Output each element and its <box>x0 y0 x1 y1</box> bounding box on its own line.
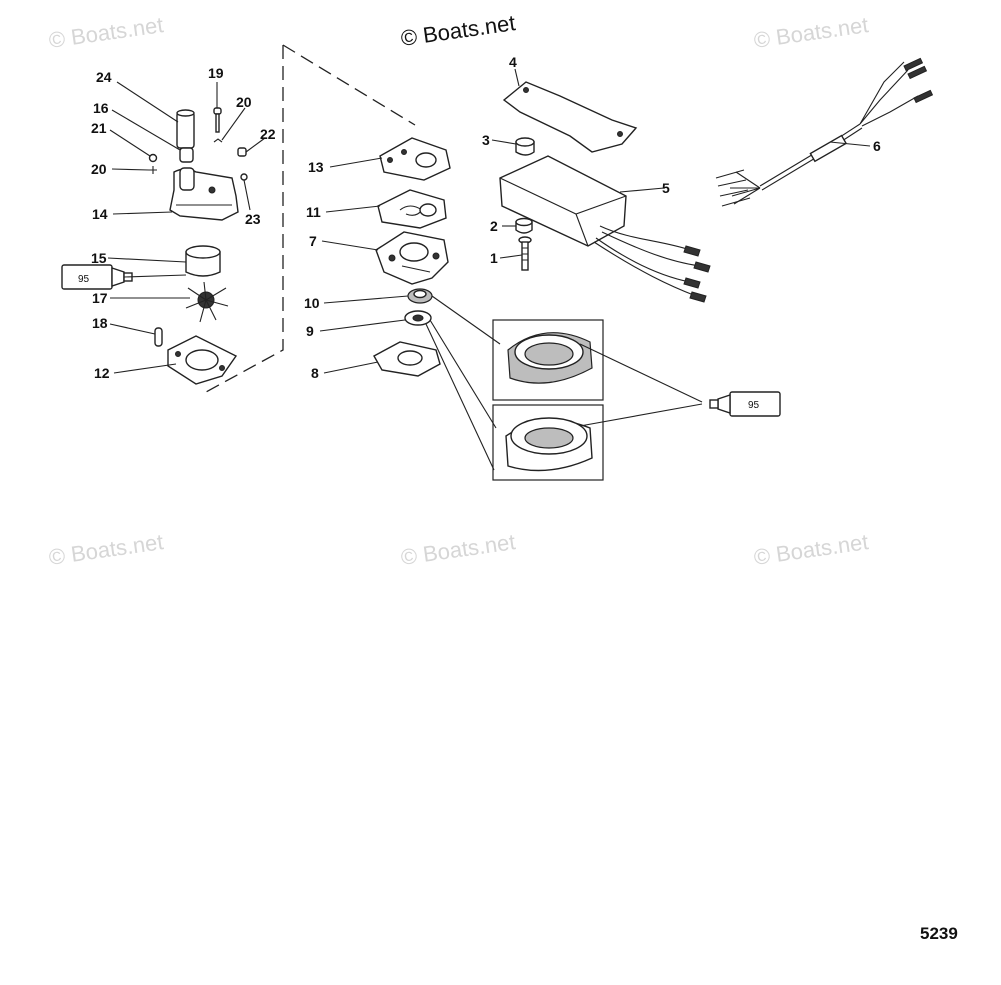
callout-15: 15 <box>91 250 107 266</box>
callout-22: 22 <box>260 126 276 142</box>
watermark: © Boats.net <box>47 529 165 570</box>
callout-24: 24 <box>96 69 112 85</box>
part-4-cover-gasket <box>502 81 638 153</box>
tube-label: 95 <box>748 400 760 411</box>
part-17-impeller <box>185 281 229 323</box>
callout-labels: 24 19 20 16 22 21 20 14 23 15 17 18 12 1… <box>91 54 881 381</box>
callout-5: 5 <box>662 180 670 196</box>
seal-detail-box-top <box>492 319 604 401</box>
callout-20-top: 20 <box>236 94 252 110</box>
callout-18: 18 <box>92 315 108 331</box>
part-24-sleeve <box>176 109 195 149</box>
callout-4: 4 <box>509 54 517 70</box>
callout-16: 16 <box>93 100 109 116</box>
callout-12: 12 <box>94 365 110 381</box>
watermark-main: © Boats.net <box>399 10 517 51</box>
callout-9: 9 <box>306 323 314 339</box>
callout-6: 6 <box>873 138 881 154</box>
part-10-seal <box>407 288 433 304</box>
callout-7: 7 <box>309 233 317 249</box>
part-18-key <box>154 327 163 347</box>
part-11-gasket <box>377 189 447 229</box>
callout-21: 21 <box>91 120 107 136</box>
part-14-water-tube-housing <box>169 167 239 221</box>
part-22-nut <box>237 147 248 181</box>
tube-label: 95 <box>78 274 90 285</box>
part-19-screw <box>213 107 223 143</box>
callout-20-left: 20 <box>91 161 107 177</box>
part-16-grommet <box>179 147 194 163</box>
sealant-tube-95-left: 95 <box>61 264 133 290</box>
part-8-gasket <box>373 341 441 377</box>
callout-leader-lines <box>107 68 871 374</box>
figure-number: 5239 <box>920 924 958 943</box>
watermark: © Boats.net <box>752 529 870 570</box>
part-21-nut <box>148 153 158 174</box>
part-2-nut <box>515 217 533 234</box>
callout-1: 1 <box>490 250 498 266</box>
sealant-tube-95-right: 95 <box>709 391 781 417</box>
part-9-washer <box>404 310 432 326</box>
callout-17: 17 <box>92 290 108 306</box>
part-7-pump-housing <box>375 231 449 285</box>
callout-23: 23 <box>245 211 261 227</box>
callout-8: 8 <box>311 365 319 381</box>
part-6-wire-harness <box>715 57 934 207</box>
callout-11: 11 <box>306 204 321 220</box>
callout-2: 2 <box>490 218 498 234</box>
part-3-grommet <box>515 137 535 156</box>
seal-detail-box-bottom <box>492 404 604 481</box>
part-13-face-plate <box>379 137 451 181</box>
part-12-gasket <box>167 335 238 385</box>
callout-13: 13 <box>308 159 324 175</box>
watermark: © Boats.net <box>752 12 870 53</box>
watermark: © Boats.net <box>47 12 165 53</box>
part-5-module <box>499 155 711 303</box>
part-1-screw <box>518 236 532 271</box>
part-15-impeller-insert <box>185 245 221 277</box>
assembly-guide-lines <box>205 44 416 393</box>
callout-10: 10 <box>304 295 320 311</box>
callout-19: 19 <box>208 65 224 81</box>
watermark: © Boats.net <box>399 529 517 570</box>
callout-14: 14 <box>92 206 108 222</box>
callout-3: 3 <box>482 132 490 148</box>
detail-leader-lines <box>425 295 703 471</box>
